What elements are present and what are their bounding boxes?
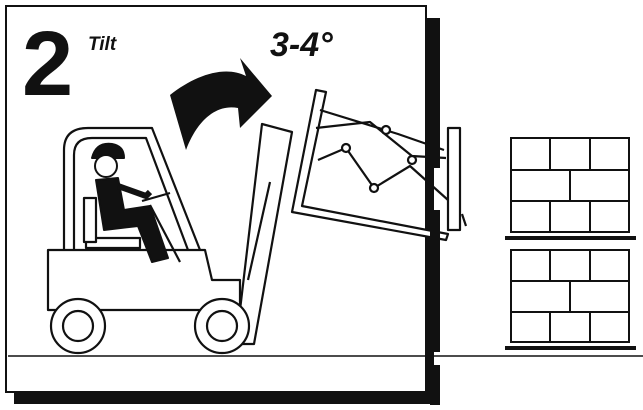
tilt-direction-arrow bbox=[170, 58, 272, 150]
forklift bbox=[46, 122, 294, 355]
step-label: Tilt bbox=[88, 34, 117, 55]
rack-upright bbox=[430, 18, 440, 405]
tilt-angle-label: 3-4° bbox=[270, 26, 333, 64]
pallet-load-lower bbox=[505, 249, 636, 350]
operator bbox=[91, 142, 169, 263]
step-number: 2 bbox=[22, 13, 73, 115]
pallet-load-upper bbox=[505, 137, 636, 240]
tilted-forks bbox=[290, 88, 468, 242]
